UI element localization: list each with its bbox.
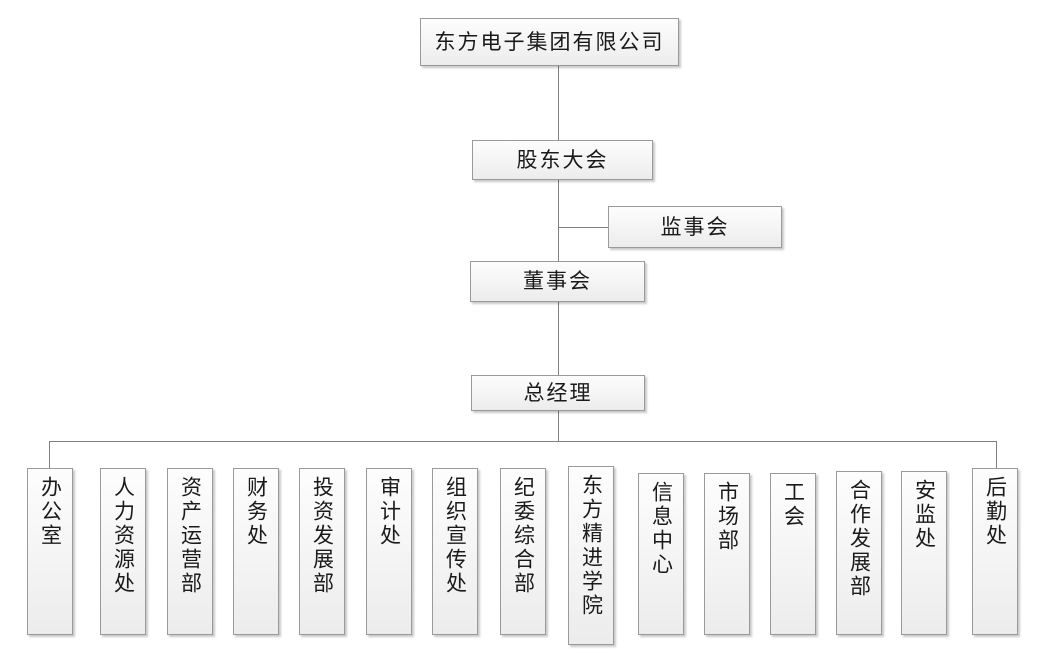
node-company-label: 东方电子集团有限公司	[434, 29, 665, 54]
connector-manager-to-bus	[558, 411, 559, 441]
node-department-organization-publicity[interactable]: 组织宣传处	[432, 468, 478, 635]
node-department-asset-operation-label: 资产运营部	[178, 476, 203, 596]
node-department-safety-supervision[interactable]: 安监处	[901, 471, 947, 635]
node-department-logistics-label: 后勤处	[983, 476, 1008, 548]
connector-company-to-shareholders	[558, 66, 559, 140]
node-department-logistics[interactable]: 后勤处	[972, 468, 1018, 635]
node-department-investment-development[interactable]: 投资发展部	[299, 468, 345, 635]
node-department-finance-label: 财务处	[244, 476, 269, 548]
connector-bus-to-last-department	[996, 441, 997, 468]
node-department-information-center-label: 信息中心	[649, 481, 674, 577]
node-department-marketing-label: 市场部	[715, 481, 740, 553]
node-company[interactable]: 东方电子集团有限公司	[420, 18, 679, 66]
node-department-office-label: 办公室	[38, 476, 63, 548]
node-department-information-center[interactable]: 信息中心	[638, 473, 684, 635]
node-department-cooperation-development-label: 合作发展部	[847, 479, 872, 599]
connector-department-bus	[49, 441, 997, 442]
node-department-asset-operation[interactable]: 资产运营部	[167, 468, 213, 635]
node-department-safety-supervision-label: 安监处	[912, 479, 937, 551]
node-department-marketing[interactable]: 市场部	[704, 473, 750, 635]
connector-branch-to-supervisors	[558, 227, 608, 228]
node-department-audit[interactable]: 审计处	[366, 468, 412, 635]
node-department-human-resources[interactable]: 人力资源处	[100, 468, 146, 635]
node-department-office[interactable]: 办公室	[27, 468, 73, 635]
node-department-labor-union[interactable]: 工会	[770, 473, 816, 635]
node-department-dongfang-academy[interactable]: 东方精进学院	[568, 466, 614, 645]
node-department-cooperation-development[interactable]: 合作发展部	[836, 471, 882, 635]
node-department-discipline-general-label: 纪委综合部	[511, 476, 536, 596]
node-shareholders-meeting-label: 股东大会	[516, 147, 609, 172]
node-department-dongfang-academy-label: 东方精进学院	[579, 474, 604, 618]
node-board-of-supervisors[interactable]: 监事会	[608, 206, 782, 248]
connector-board-to-manager	[558, 302, 559, 375]
connector-bus-to-first-department	[49, 441, 50, 468]
node-board-of-supervisors-label: 监事会	[660, 214, 730, 239]
node-general-manager[interactable]: 总经理	[471, 375, 645, 411]
node-shareholders-meeting[interactable]: 股东大会	[472, 140, 653, 180]
node-department-labor-union-label: 工会	[781, 481, 806, 529]
connector-shareholders-to-board	[558, 180, 559, 261]
node-department-finance[interactable]: 财务处	[233, 468, 279, 635]
node-department-organization-publicity-label: 组织宣传处	[443, 476, 468, 596]
node-department-discipline-general[interactable]: 纪委综合部	[500, 468, 546, 635]
node-department-human-resources-label: 人力资源处	[111, 476, 136, 596]
node-general-manager-label: 总经理	[523, 380, 593, 405]
node-department-audit-label: 审计处	[377, 476, 402, 548]
node-board-of-directors[interactable]: 董事会	[470, 261, 645, 302]
node-board-of-directors-label: 董事会	[523, 269, 592, 293]
node-department-investment-development-label: 投资发展部	[310, 476, 335, 596]
